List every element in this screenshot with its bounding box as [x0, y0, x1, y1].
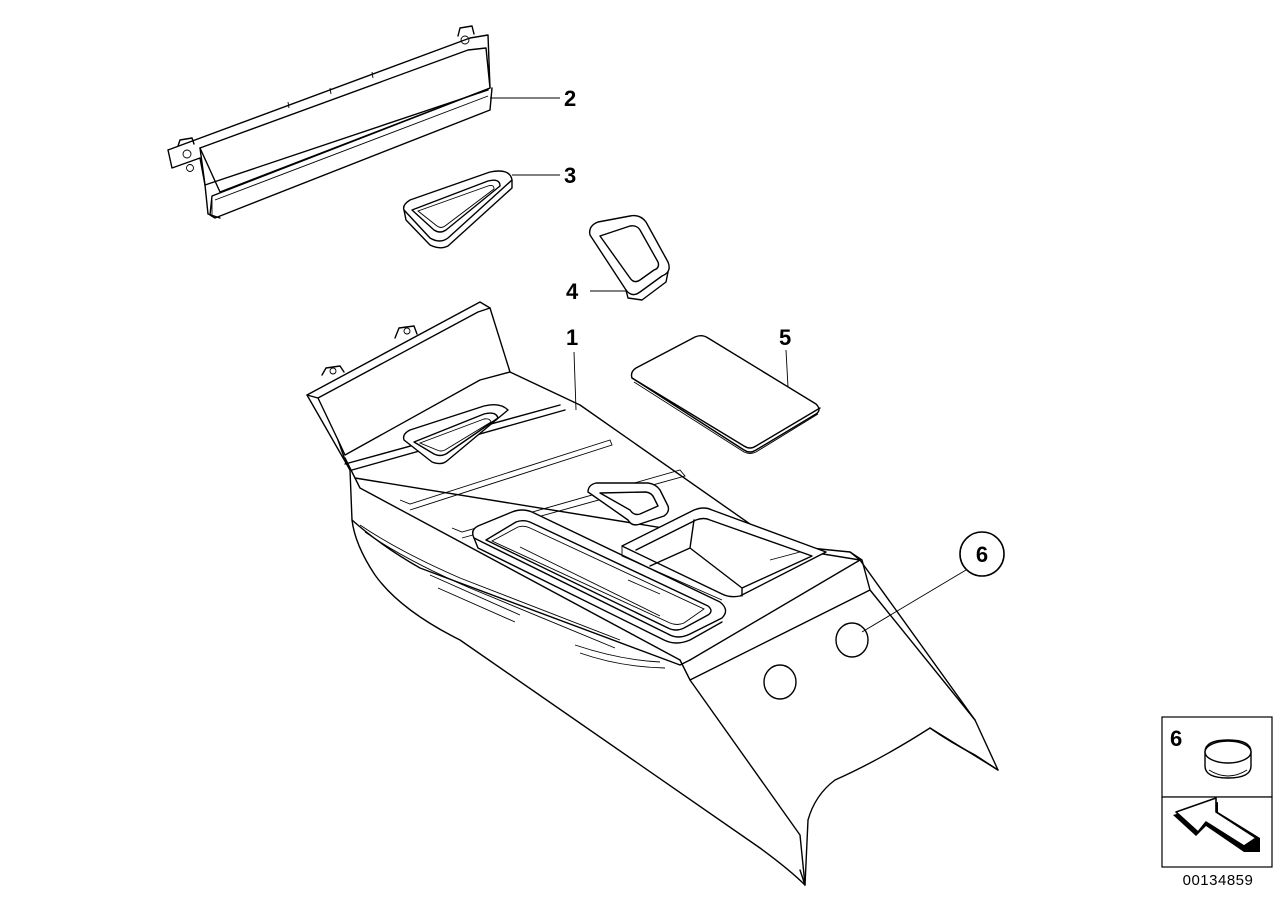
legend-box: 6 00134859	[1161, 716, 1273, 889]
reference-number: 00134859	[1183, 872, 1254, 889]
callout-5: 5	[779, 325, 791, 350]
part-2-bracket	[167, 25, 493, 219]
callout-2: 2	[564, 86, 576, 111]
callout-6: 6	[976, 542, 988, 567]
direction-arrow-icon	[1173, 797, 1260, 852]
part-3-bezel	[402, 170, 513, 249]
callout-6-circle	[959, 531, 1005, 577]
callout-4: 4	[566, 279, 579, 304]
leader-5	[785, 349, 789, 388]
leader-6	[861, 569, 967, 633]
part-4-trim	[588, 214, 670, 301]
callout-1: 1	[566, 325, 578, 350]
plug-cap-icon	[1204, 739, 1252, 779]
leader-1	[573, 351, 577, 411]
part-5-mat	[630, 335, 821, 454]
legend-part-label: 6	[1170, 726, 1182, 751]
part-1-centre-console	[306, 301, 999, 886]
leader-lines	[490, 97, 967, 633]
callout-3: 3	[564, 163, 576, 188]
callout-labels: 2 3 4 1 5 6	[564, 86, 1005, 577]
